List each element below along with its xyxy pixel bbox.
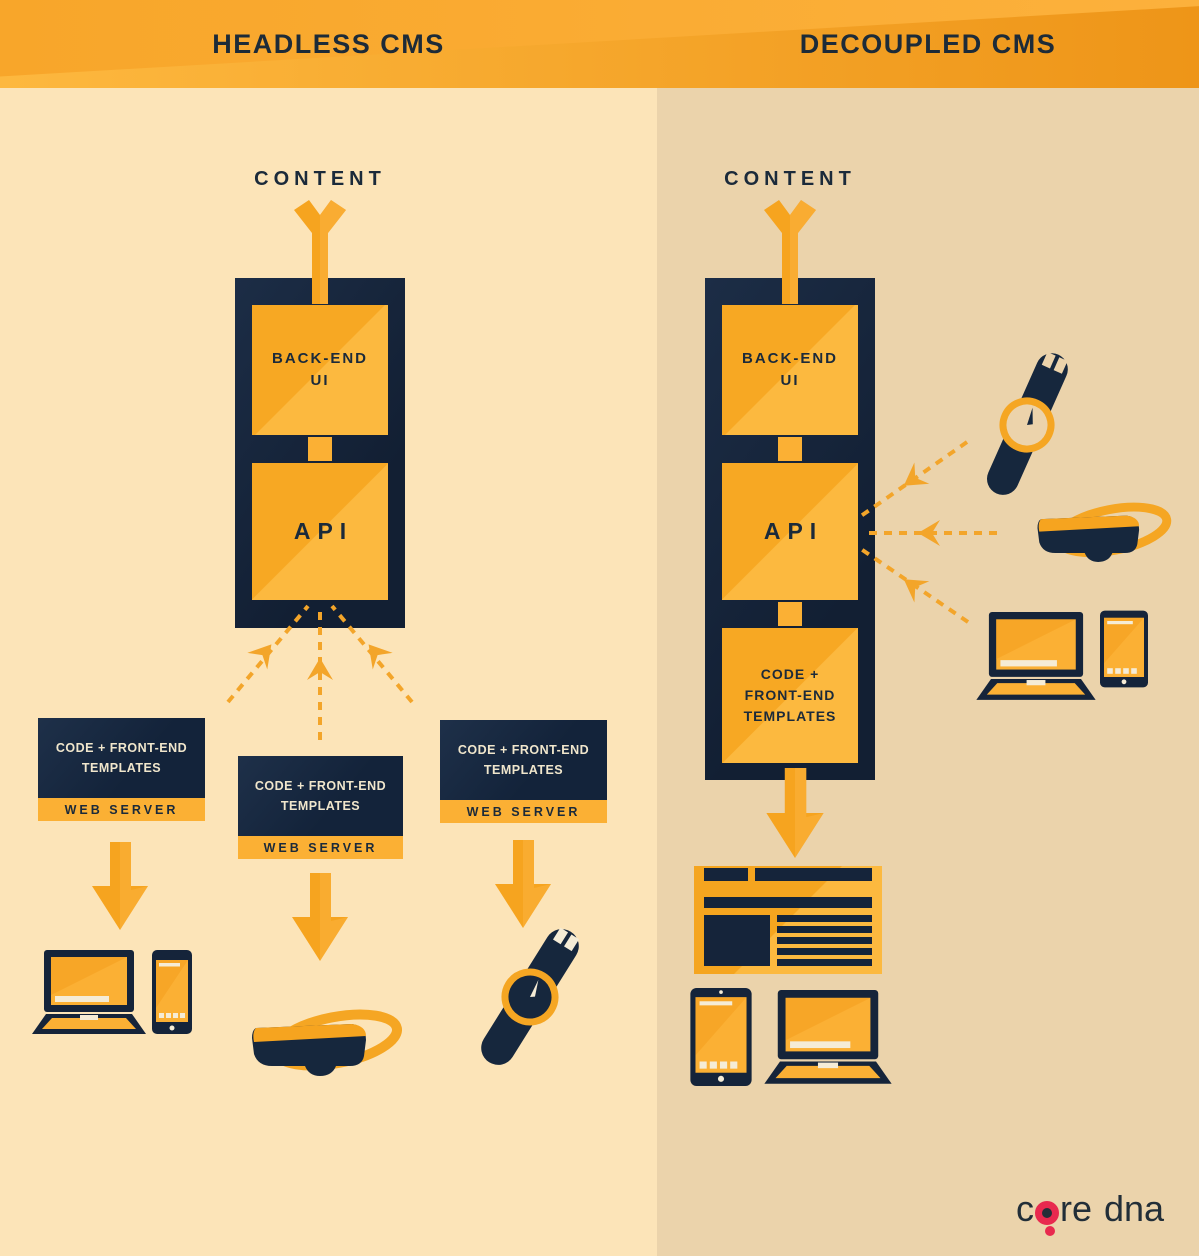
site-image-block — [704, 915, 770, 966]
stack-connector — [778, 437, 802, 461]
headless-stack-container: BACK-END UI API — [235, 278, 405, 628]
tablet-icon — [690, 988, 752, 1086]
api-label: API — [293, 518, 354, 545]
decoupled-cms-title: DECOUPLED CMS — [799, 29, 1057, 59]
headless-content-label: CONTENT — [254, 168, 386, 190]
decoupled-backend-ui-box: BACK-END UI — [722, 305, 858, 435]
stack-connector — [308, 437, 332, 461]
site-hero-bar — [704, 897, 872, 908]
site-text-line — [777, 915, 872, 922]
site-nav-bar — [755, 868, 872, 881]
site-text-line — [777, 959, 872, 966]
logo-letters-re: re — [1060, 1188, 1093, 1229]
site-text-line — [777, 926, 872, 933]
laptop-icon — [764, 990, 892, 1084]
tablet-icon — [1100, 610, 1148, 688]
smartwatch-icon — [481, 927, 580, 1065]
vr-goggles-icon — [252, 1009, 402, 1076]
down-arrow-icon — [92, 842, 148, 930]
website-mockup — [694, 866, 882, 974]
backend-ui-label: BACK-END UI — [742, 349, 838, 390]
logo-letter-c: c — [1016, 1188, 1034, 1229]
content-funnel-arrow-icon — [764, 200, 816, 304]
smartwatch-icon — [987, 352, 1068, 495]
down-arrow-icon — [766, 768, 824, 858]
logo-letters-dna: dna — [1104, 1188, 1165, 1229]
web-server-2-templates-label: CODE + FRONT-END TEMPLATES — [254, 779, 387, 813]
templates-label: CODE + FRONT-END TEMPLATES — [743, 666, 837, 724]
web-server-1-templates-label: CODE + FRONT-END TEMPLATES — [55, 741, 188, 775]
headless-cms-title: HEADLESS CMS — [212, 29, 445, 59]
down-arrow-icon — [495, 840, 551, 928]
logo-red-ring-o — [1035, 1201, 1059, 1225]
web-server-2-label: WEB SERVER — [263, 840, 378, 855]
laptop-icon — [32, 950, 146, 1034]
web-server-3-templates-label: CODE + FRONT-END TEMPLATES — [457, 743, 590, 777]
decoupled-api-box: API — [722, 463, 858, 600]
laptop-icon — [976, 612, 1096, 700]
backend-ui-label: BACK-END UI — [272, 349, 368, 390]
stack-connector — [778, 602, 802, 626]
site-logo-block — [704, 868, 748, 881]
headless-backend-ui-box: BACK-END UI — [252, 305, 388, 435]
web-server-box-2: CODE + FRONT-END TEMPLATES WEB SERVER — [238, 756, 403, 859]
vr-goggles-icon — [1037, 502, 1172, 562]
decoupled-templates-box: CODE + FRONT-END TEMPLATES — [722, 628, 858, 763]
decoupled-content-label: CONTENT — [724, 168, 856, 190]
web-server-box-1: CODE + FRONT-END TEMPLATES WEB SERVER — [38, 718, 205, 821]
web-server-1-label: WEB SERVER — [64, 802, 179, 817]
decoupled-stack-container: BACK-END UI API CODE + FRONT-END TEMPLAT… — [705, 278, 875, 780]
site-text-line — [777, 937, 872, 944]
down-arrow-icon — [292, 873, 348, 961]
web-server-box-3: CODE + FRONT-END TEMPLATES WEB SERVER — [440, 720, 607, 823]
api-label: API — [763, 518, 824, 545]
content-funnel-arrow-icon — [294, 200, 346, 304]
logo-red-dot — [1045, 1226, 1055, 1236]
smartphone-icon — [152, 950, 192, 1034]
site-text-line — [777, 948, 872, 955]
headless-api-box: API — [252, 463, 388, 600]
web-server-3-label: WEB SERVER — [466, 804, 581, 819]
